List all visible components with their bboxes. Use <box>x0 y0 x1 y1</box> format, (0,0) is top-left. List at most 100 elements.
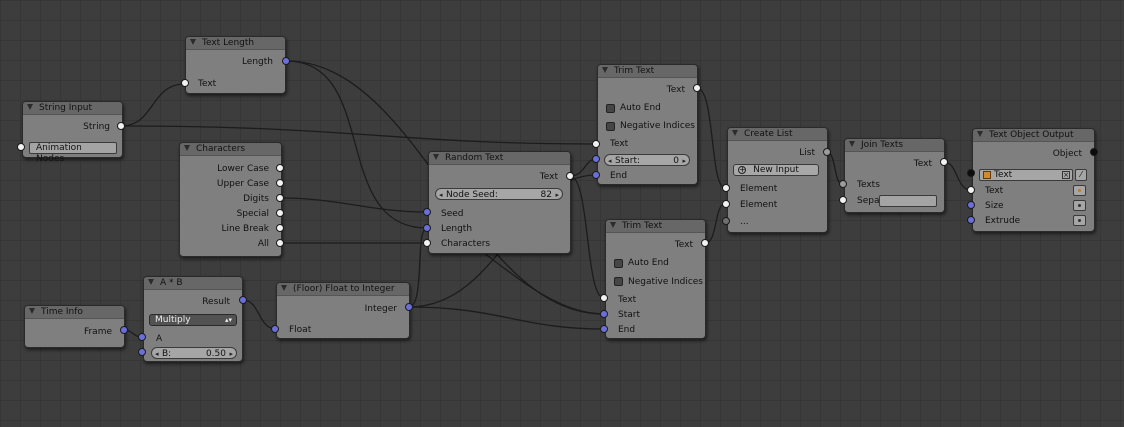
socket-trim2-end-input[interactable] <box>600 325 608 333</box>
output-integer-label: Integer <box>364 304 397 314</box>
node-seed-field[interactable]: ◂ Node Seed: 82 ▸ <box>435 188 563 200</box>
collapse-arrow-icon[interactable] <box>732 130 738 136</box>
input-start-label: Start <box>618 310 640 320</box>
socket-trim2-text-input[interactable] <box>600 294 608 302</box>
collapse-arrow-icon[interactable] <box>148 279 154 285</box>
collapse-arrow-icon[interactable] <box>610 222 616 228</box>
socket-upper-case-output[interactable] <box>276 179 284 187</box>
use-size-toggle[interactable] <box>1073 200 1086 211</box>
decrement-arrow-icon[interactable]: ◂ <box>155 350 159 358</box>
socket-all-output[interactable] <box>276 239 284 247</box>
auto-end-checkbox[interactable] <box>614 259 623 268</box>
auto-end-checkbox[interactable] <box>606 104 615 113</box>
node-title: Trim Text <box>614 66 655 76</box>
socket-length-input[interactable] <box>423 224 431 232</box>
node-time-info[interactable]: Time Info Frame <box>24 305 125 348</box>
negative-indices-checkbox[interactable] <box>606 122 615 131</box>
collapse-arrow-icon[interactable] <box>602 67 608 73</box>
socket-trim1-end-input[interactable] <box>592 171 600 179</box>
collapse-arrow-icon[interactable] <box>190 39 196 45</box>
output-text-label: Text <box>674 240 693 250</box>
decrement-arrow-icon[interactable]: ◂ <box>608 157 612 165</box>
collapse-arrow-icon[interactable] <box>849 141 855 147</box>
negative-indices-checkbox[interactable] <box>614 277 623 286</box>
increment-arrow-icon[interactable]: ▸ <box>682 157 686 165</box>
node-float-to-integer[interactable]: (Floor) Float to Integer Integer Float <box>276 282 410 339</box>
eyedropper-icon[interactable]: ⁄ <box>1075 169 1087 181</box>
socket-trim1-start-input[interactable] <box>592 155 600 163</box>
socket-size-input[interactable] <box>967 201 975 209</box>
socket-separator-input[interactable] <box>839 196 847 204</box>
socket-float-input[interactable] <box>271 325 279 333</box>
input-text-label: Text <box>985 186 1004 196</box>
socket-digits-output[interactable] <box>276 194 284 202</box>
collapse-arrow-icon[interactable] <box>281 285 287 291</box>
socket-a-input[interactable] <box>138 333 146 341</box>
node-random-text[interactable]: Random Text Text ◂ Node Seed: 82 ▸ Seed … <box>428 151 571 254</box>
collapse-arrow-icon[interactable] <box>184 145 190 151</box>
collapse-arrow-icon[interactable] <box>29 308 35 314</box>
new-input-button[interactable]: + New Input <box>733 164 819 176</box>
socket-b-input[interactable] <box>138 348 146 356</box>
socket-lower-case-output[interactable] <box>276 164 284 172</box>
socket-join-text-output[interactable] <box>940 158 948 166</box>
socket-trim1-text-output[interactable] <box>693 84 701 92</box>
socket-random-text-output[interactable] <box>566 172 574 180</box>
socket-extrude-input[interactable] <box>967 216 975 224</box>
node-join-texts[interactable]: Join Texts Text Texts Separ <box>844 138 945 213</box>
node-trim-text-2[interactable]: Trim Text Text Auto End Negative Indices… <box>605 219 706 339</box>
input-texts-label: Texts <box>857 180 880 190</box>
node-create-list[interactable]: Create List List + New Input Element Ele… <box>727 127 828 233</box>
node-a-times-b[interactable]: A * B Result Multiply ▴▾ A ◂ B: 0.50 ▸ <box>143 276 243 362</box>
socket-line-break-output[interactable] <box>276 224 284 232</box>
socket-string-output[interactable] <box>117 122 125 130</box>
output-lower-case-label: Lower Case <box>217 164 269 174</box>
negative-indices-label: Negative Indices <box>628 277 703 287</box>
input-characters-label: Characters <box>441 239 491 249</box>
object-selector-field[interactable]: Text × <box>979 169 1073 181</box>
separator-field[interactable] <box>879 195 937 207</box>
socket-object-output[interactable] <box>1090 148 1098 156</box>
socket-text-input[interactable] <box>967 186 975 194</box>
socket-characters-input[interactable] <box>423 239 431 247</box>
node-characters[interactable]: Characters Lower Case Upper Case Digits … <box>179 142 282 257</box>
socket-length-output[interactable] <box>282 57 290 65</box>
string-value-field[interactable]: Animation Nodes <box>29 142 117 164</box>
use-extrude-toggle[interactable] <box>1073 215 1086 226</box>
collapse-arrow-icon[interactable] <box>433 154 439 160</box>
collapse-arrow-icon[interactable] <box>977 131 983 137</box>
operation-dropdown[interactable]: Multiply ▴▾ <box>149 314 237 326</box>
start-field[interactable]: ◂ Start: 0 ▸ <box>604 154 690 166</box>
socket-frame-output[interactable] <box>120 326 128 334</box>
socket-trim2-start-input[interactable] <box>600 310 608 318</box>
node-trim-text-1[interactable]: Trim Text Text Auto End Negative Indices… <box>597 64 698 185</box>
socket-element-2-input[interactable] <box>722 200 730 208</box>
socket-list-output[interactable] <box>823 148 831 156</box>
node-string-input[interactable]: String Input String Animation Nodes <box>22 101 123 164</box>
link-length-to-randomtext-length <box>285 60 428 229</box>
increment-arrow-icon[interactable]: ▸ <box>555 191 559 199</box>
node-text-length[interactable]: Text Length Length Text <box>185 36 286 94</box>
toggle-off-icon <box>1078 219 1081 222</box>
socket-result-output[interactable] <box>239 296 247 304</box>
node-title: Time Info <box>41 307 83 317</box>
increment-arrow-icon[interactable]: ▸ <box>229 350 233 358</box>
socket-trim1-text-input[interactable] <box>592 140 600 148</box>
node-text-object-output[interactable]: Text Object Output Object Text × ⁄ Text … <box>972 128 1095 232</box>
socket-string-value-input[interactable] <box>17 143 25 151</box>
use-text-toggle[interactable] <box>1073 185 1086 196</box>
socket-element-1-input[interactable] <box>722 184 730 192</box>
socket-trim2-text-output[interactable] <box>701 239 709 247</box>
socket-texts-input[interactable] <box>839 180 847 188</box>
socket-integer-output[interactable] <box>405 303 413 311</box>
collapse-arrow-icon[interactable] <box>27 104 33 110</box>
decrement-arrow-icon[interactable]: ◂ <box>439 191 443 199</box>
socket-virtual-input[interactable] <box>722 217 730 225</box>
b-value-field[interactable]: ◂ B: 0.50 ▸ <box>151 347 237 359</box>
socket-object-input[interactable] <box>967 169 975 177</box>
socket-seed-input[interactable] <box>423 208 431 216</box>
clear-x-icon[interactable]: × <box>1062 171 1070 179</box>
socket-special-output[interactable] <box>276 209 284 217</box>
socket-text-input[interactable] <box>181 79 189 87</box>
